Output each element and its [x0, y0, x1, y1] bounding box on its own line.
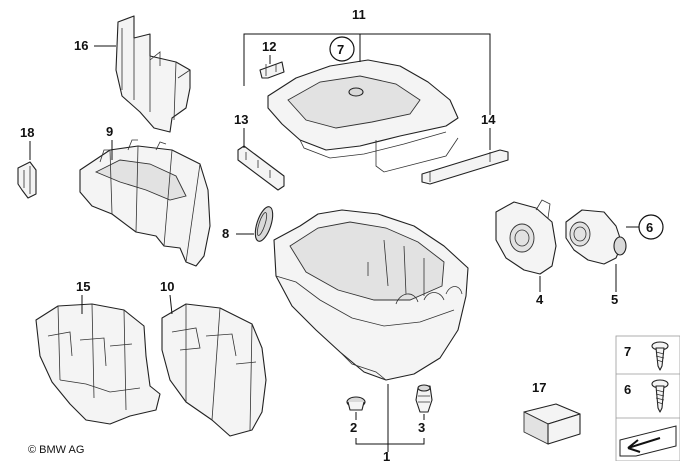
- callout-7-circle: [329, 36, 355, 62]
- callout-14: 14: [481, 112, 496, 127]
- arrow-icon: [619, 425, 677, 457]
- callout-8: 8: [222, 226, 229, 241]
- callout-1: 1: [383, 449, 390, 461]
- callout-13: 13: [234, 112, 248, 127]
- part-9-carrier: [79, 139, 211, 267]
- part-11-lid: [267, 59, 459, 173]
- part-1-housing: [273, 209, 469, 381]
- callout-4: 4: [536, 292, 544, 307]
- callout-12: 12: [262, 39, 276, 54]
- part-4-duct: [495, 199, 557, 275]
- legend-label-7: 7: [624, 344, 631, 359]
- part-5-elbow: [565, 209, 627, 265]
- screw-6-icon: [651, 379, 669, 413]
- callout-15: 15: [76, 279, 90, 294]
- callout-16: 16: [74, 38, 88, 53]
- leader-1-bracket: [355, 384, 425, 452]
- part-10-module: [161, 303, 267, 437]
- part-2-plug: [346, 396, 366, 411]
- part-14-rail: [421, 149, 509, 185]
- callout-6: 6: [646, 220, 653, 235]
- part-13-strip: [237, 145, 285, 191]
- callout-7: 7: [337, 42, 344, 57]
- callout-17: 17: [532, 380, 546, 395]
- part-15-carrier: [35, 303, 161, 425]
- part-18-clip: [17, 161, 37, 199]
- screw-7-icon: [651, 341, 669, 371]
- screw-legend: 7 6: [615, 335, 680, 461]
- part-16-bracket: [115, 15, 191, 133]
- leader-10: [169, 294, 173, 315]
- callout-3: 3: [418, 420, 425, 435]
- callout-11: 11: [352, 7, 366, 22]
- callout-18: 18: [20, 125, 34, 140]
- callout-2: 2: [350, 420, 357, 435]
- callout-5: 5: [611, 292, 618, 307]
- leader-11-bracket: [243, 33, 491, 115]
- part-8-grommet: [254, 206, 274, 242]
- part-12-clip: [259, 61, 285, 79]
- legend-label-6: 6: [624, 382, 631, 397]
- callout-10: 10: [160, 279, 174, 294]
- copyright-text: © BMW AG: [28, 444, 85, 456]
- part-3-valve: [415, 384, 433, 413]
- callout-9: 9: [106, 124, 113, 139]
- part-17-box: [523, 403, 581, 445]
